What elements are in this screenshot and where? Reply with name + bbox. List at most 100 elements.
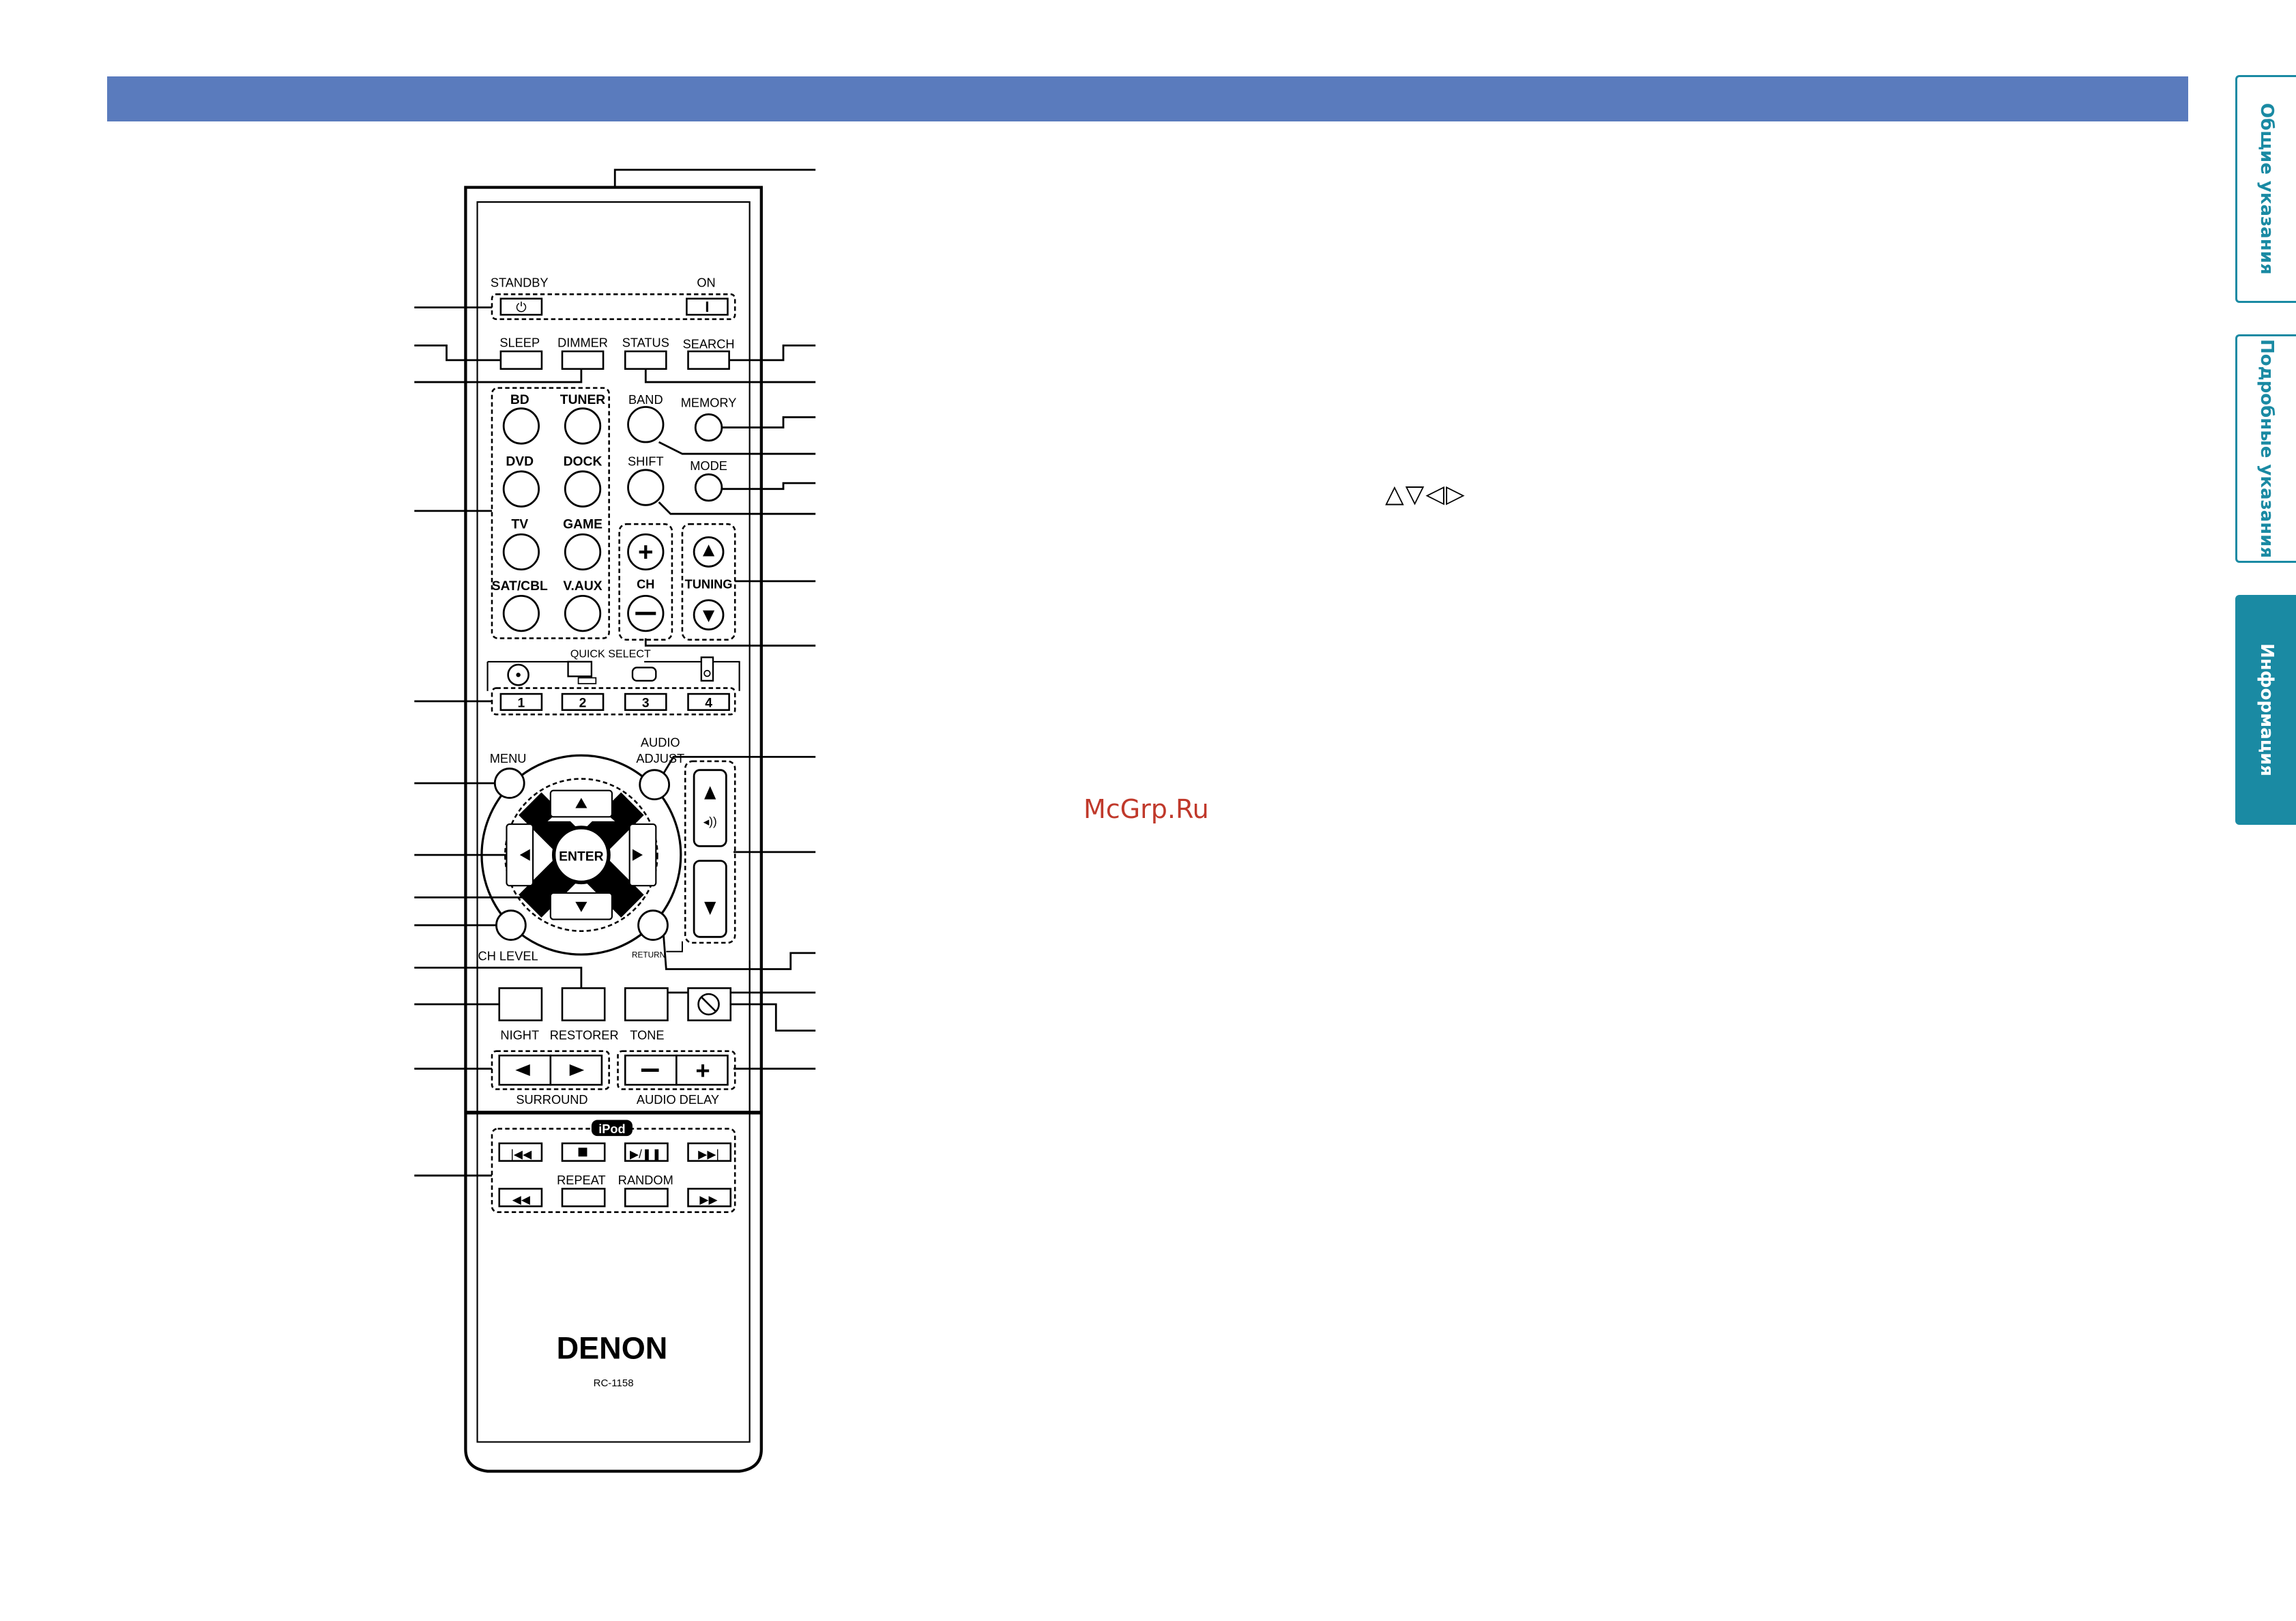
tone-label: TONE	[630, 1028, 664, 1042]
tab-detailed-instructions[interactable]: Подробные указания	[2235, 334, 2296, 563]
satcbl-button[interactable]	[502, 594, 540, 632]
tone-button[interactable]	[624, 987, 669, 1021]
qs-2-label: 2	[579, 696, 587, 710]
quick-select-1-button[interactable]	[499, 692, 543, 712]
ipod-skip-back-button[interactable]	[498, 1142, 543, 1162]
shift-button[interactable]	[627, 469, 665, 506]
tab-detailed-label: Подробные указания	[2256, 338, 2277, 559]
dock-label: DOCK	[564, 454, 602, 469]
menu-label: MENU	[490, 751, 527, 765]
tv-button[interactable]	[502, 533, 540, 571]
volume-down-arrow-icon	[704, 901, 716, 916]
plus-icon: +	[638, 538, 654, 567]
speaker-icon: ◂))	[703, 815, 717, 828]
mode-button[interactable]	[694, 473, 723, 502]
quick-select-4-button[interactable]	[687, 692, 730, 712]
nav-right-arrow-icon	[632, 849, 643, 861]
brand-logo: DENON	[557, 1330, 668, 1365]
surround-label: SURROUND	[516, 1092, 587, 1107]
status-label: STATUS	[622, 336, 669, 350]
ch-level-button[interactable]	[495, 909, 527, 941]
night-button[interactable]	[498, 987, 543, 1021]
ipod-repeat-button[interactable]	[561, 1188, 606, 1208]
ipod-label-badge	[591, 1120, 633, 1137]
skip-forward-icon: ▶▶|	[698, 1147, 719, 1160]
nav-up-arrow-icon	[575, 798, 587, 808]
stop-icon	[578, 1148, 587, 1157]
mute-icon	[697, 993, 720, 1016]
game-button[interactable]	[564, 533, 602, 571]
ipod-random-button[interactable]	[624, 1188, 669, 1208]
audio-adjust-button[interactable]	[639, 769, 671, 801]
memory-label: MEMORY	[681, 396, 737, 410]
section-header-bar	[107, 76, 2188, 121]
random-label: RANDOM	[618, 1173, 673, 1187]
bd-button[interactable]	[502, 407, 540, 445]
vaux-button[interactable]	[564, 594, 602, 632]
band-label: BAND	[628, 392, 663, 407]
band-button[interactable]	[627, 406, 665, 443]
channel-up-button[interactable]	[627, 533, 665, 571]
nav-group-outline	[504, 778, 658, 933]
surround-group-outline	[491, 1050, 610, 1090]
source-group-outline	[491, 387, 610, 639]
ipod-skip-forward-button[interactable]	[687, 1142, 732, 1162]
repeat-label: REPEAT	[557, 1173, 606, 1187]
memory-button[interactable]	[694, 413, 723, 442]
return-label: RETURN	[632, 950, 665, 959]
dimmer-button[interactable]	[561, 350, 605, 370]
dvd-label: DVD	[506, 454, 534, 469]
game-label: GAME	[563, 518, 602, 532]
night-label: NIGHT	[500, 1028, 539, 1042]
dock-button[interactable]	[564, 470, 602, 508]
audio-delay-group-outline	[617, 1050, 736, 1090]
dvd-button[interactable]	[502, 470, 540, 508]
ch-label: CH	[637, 577, 654, 592]
audio-delay-plus-button[interactable]	[675, 1054, 729, 1086]
up-arrow-icon	[702, 544, 715, 557]
ch-level-label: CH LEVEL	[478, 949, 538, 963]
standby-button[interactable]	[499, 297, 543, 316]
channel-group-outline	[618, 523, 673, 641]
ipod-fast-forward-button[interactable]	[687, 1188, 732, 1208]
nav-left-arrow-icon	[519, 849, 530, 861]
dimmer-label: DIMMER	[557, 336, 608, 350]
quick-select-3-button[interactable]	[624, 692, 667, 712]
watermark-text: McGrp.Ru	[1084, 794, 1209, 824]
qs-1-label: 1	[518, 696, 525, 710]
enter-button[interactable]	[555, 829, 607, 881]
quick-select-2-button[interactable]	[561, 692, 605, 712]
standby-label: STANDBY	[491, 276, 549, 290]
return-button[interactable]	[637, 909, 669, 941]
volume-up-button[interactable]	[693, 769, 727, 847]
status-button[interactable]	[624, 350, 667, 370]
play-pause-icon: ▶/❚❚	[630, 1147, 662, 1161]
volume-group-outline	[684, 760, 736, 944]
search-button[interactable]	[687, 350, 730, 370]
nav-down-arrow-icon	[575, 901, 587, 912]
ipod-play-pause-button[interactable]	[624, 1142, 669, 1162]
power-icon: ⏻	[516, 301, 526, 315]
surround-right-arrow-icon	[569, 1064, 585, 1077]
tv-label: TV	[511, 518, 528, 532]
tab-general-label: Общие указания	[2256, 103, 2277, 275]
qs-4-label: 4	[705, 696, 712, 710]
restorer-button[interactable]	[561, 987, 606, 1021]
tuner-label: TUNER	[560, 393, 606, 407]
monitor-icon	[567, 660, 593, 677]
vaux-label: V.AUX	[563, 579, 602, 594]
audio-adjust-label-1: AUDIO	[641, 735, 680, 749]
ipod-rewind-button[interactable]	[498, 1188, 543, 1208]
enter-label: ENTER	[559, 850, 603, 864]
volume-up-arrow-icon	[704, 786, 716, 800]
tab-information[interactable]: Информация	[2235, 595, 2296, 825]
tab-general-instructions[interactable]: Общие указания	[2235, 75, 2296, 303]
volume-down-button[interactable]	[693, 860, 727, 938]
menu-button[interactable]	[493, 768, 525, 799]
surround-left-arrow-icon	[515, 1064, 530, 1077]
down-arrow-icon	[702, 610, 715, 622]
tuner-button[interactable]	[564, 407, 602, 445]
tab-info-label: Информация	[2256, 643, 2277, 776]
skip-back-icon: |◀◀	[510, 1147, 532, 1160]
sleep-button[interactable]	[499, 350, 543, 370]
